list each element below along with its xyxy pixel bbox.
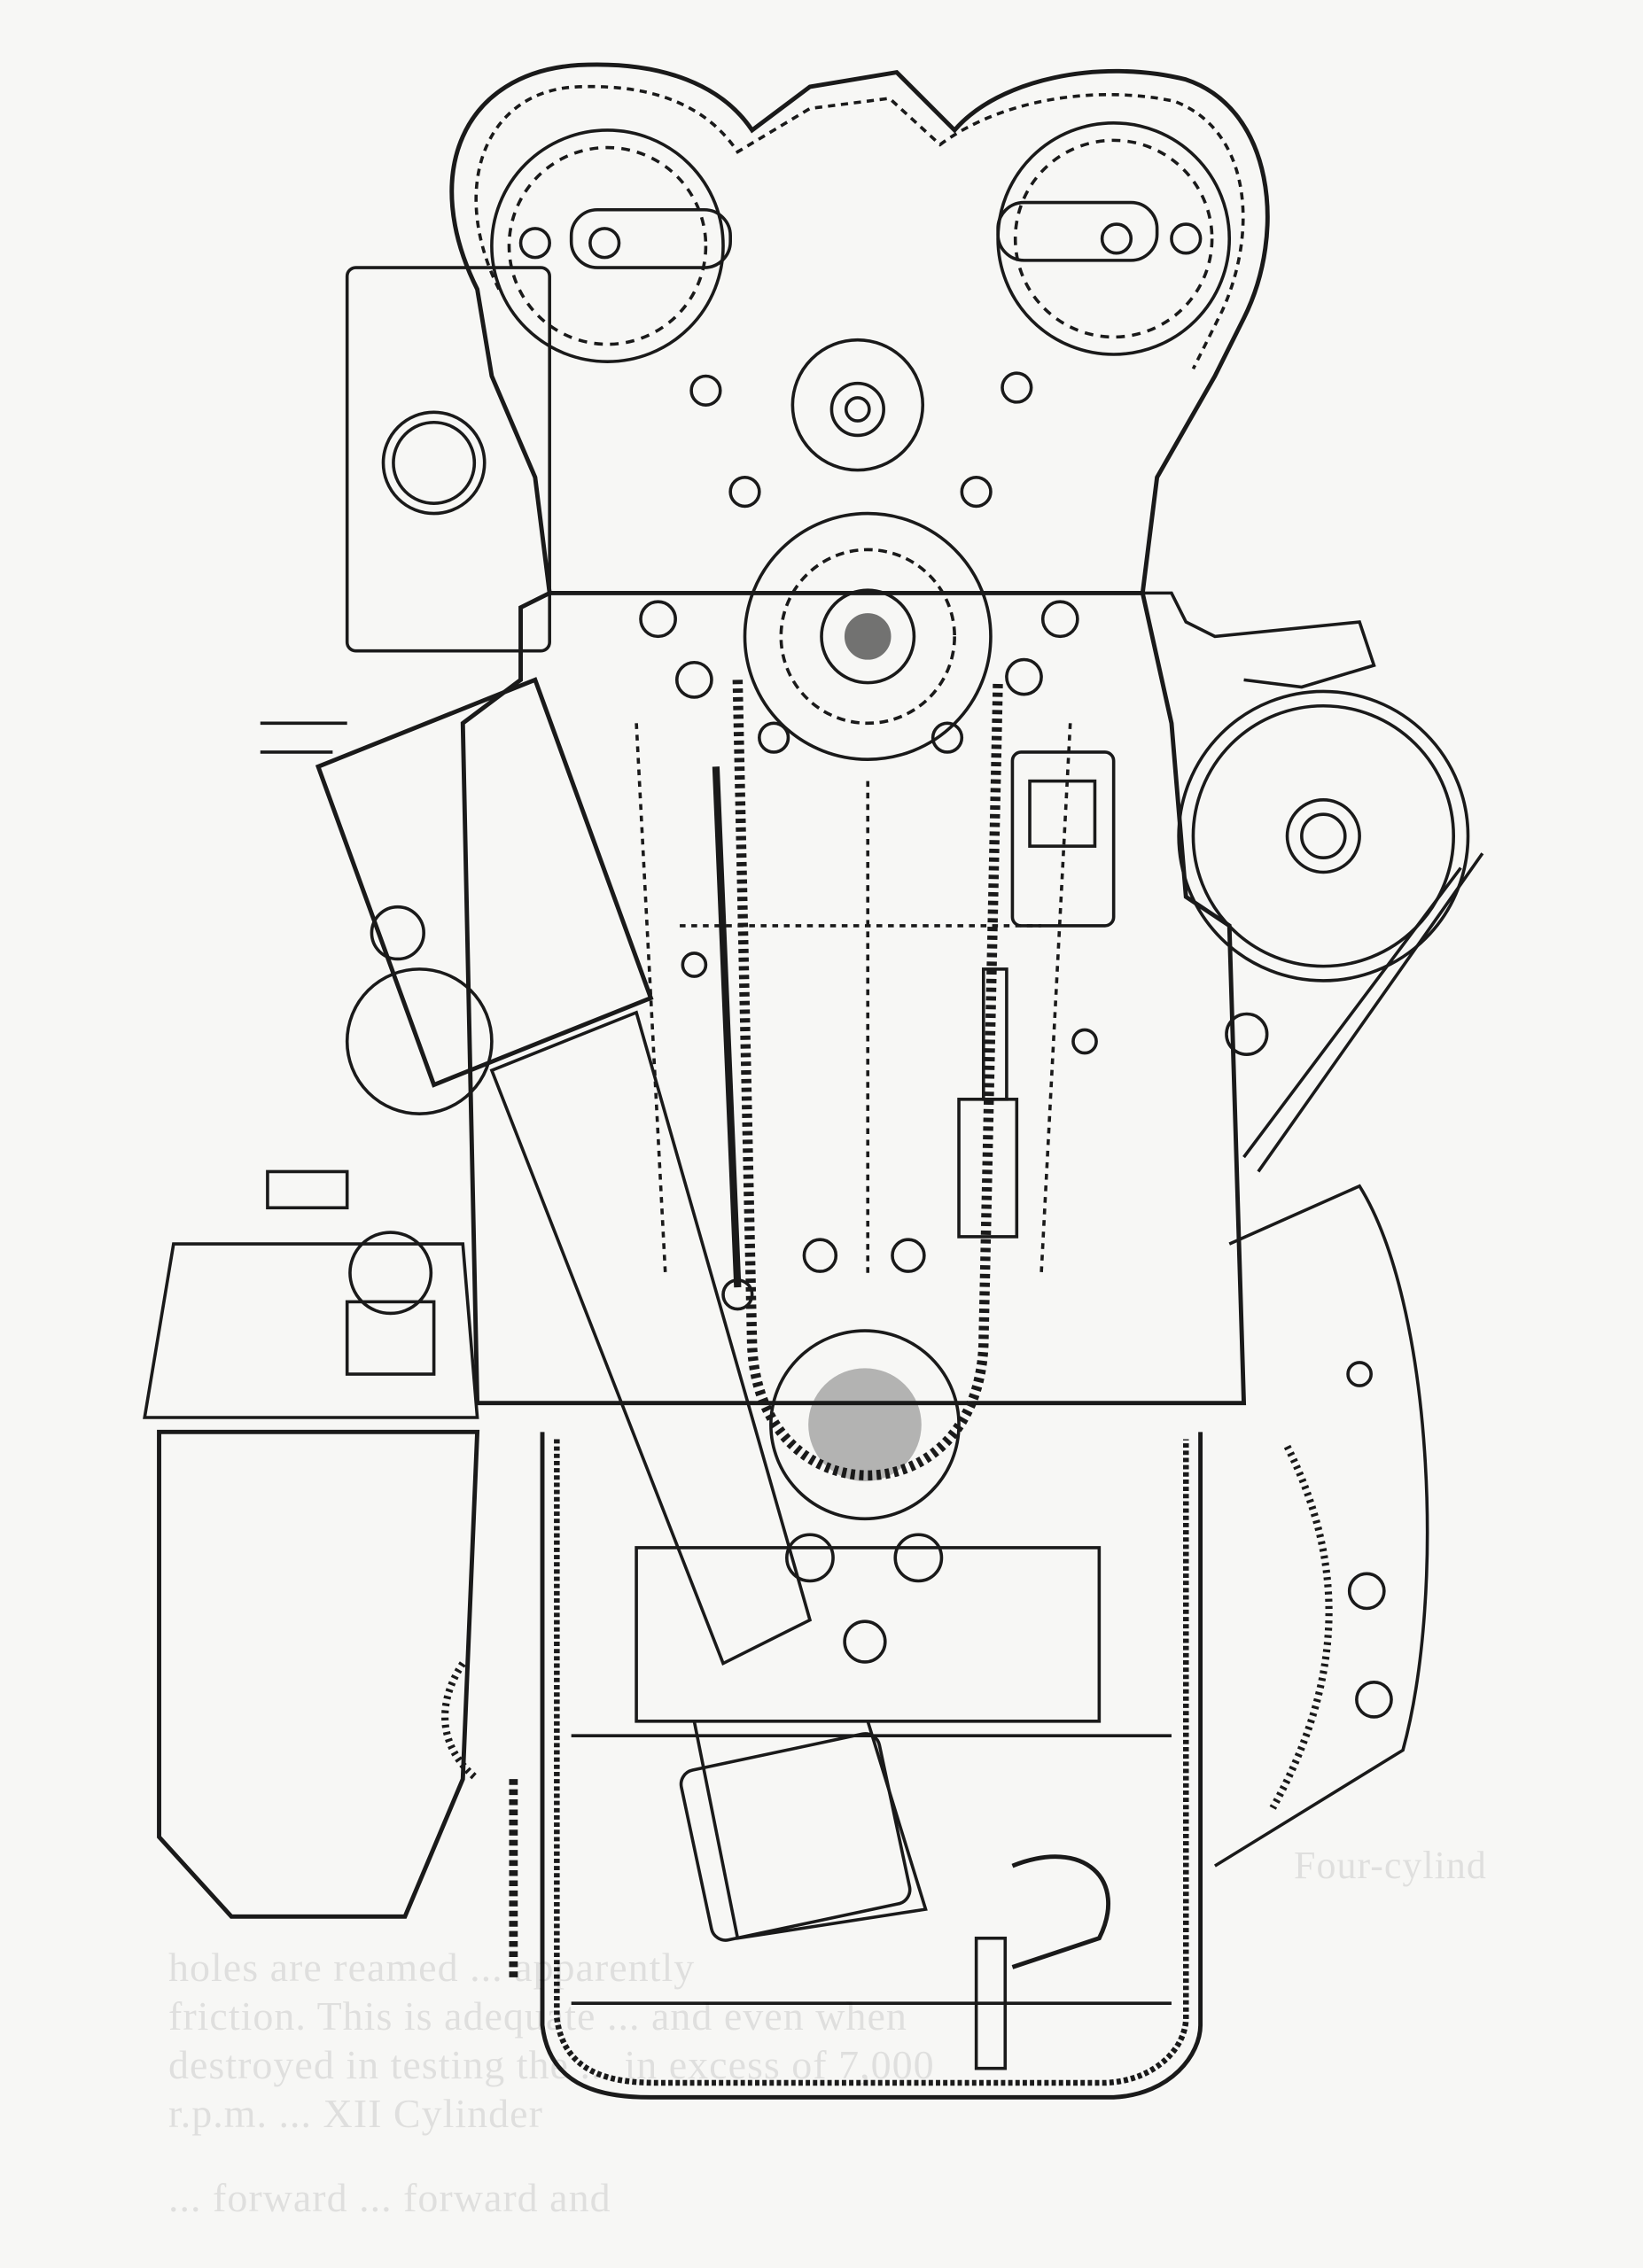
distributor-assembly bbox=[260, 266, 813, 1666]
timing-chain bbox=[712, 680, 1019, 1521]
cylinder-block bbox=[460, 591, 1376, 1406]
show-through-line: destroyed in testing the ... in excess o… bbox=[168, 2042, 935, 2087]
show-through-caption: Four-cylind bbox=[1294, 1844, 1487, 1887]
show-through-line: holes are reamed ... apparently bbox=[168, 1945, 696, 1990]
show-through-line: r.p.m. ... XII Cylinder bbox=[168, 2091, 543, 2136]
idler-sprocket bbox=[743, 338, 993, 761]
oil-filter bbox=[143, 1169, 480, 1919]
left-cam-sprocket bbox=[490, 128, 732, 363]
show-through-line: friction. This is adequate ... and even … bbox=[168, 1993, 907, 2039]
oil-sump bbox=[509, 1432, 1203, 2100]
flywheel-housing bbox=[441, 1184, 1429, 1868]
bolts bbox=[639, 371, 1393, 1719]
cam-chain-casing bbox=[449, 62, 1270, 595]
alternator-pulley bbox=[1177, 689, 1484, 1173]
right-cam-sprocket bbox=[996, 120, 1232, 356]
show-through-line: ... forward ... forward and bbox=[168, 2175, 611, 2220]
